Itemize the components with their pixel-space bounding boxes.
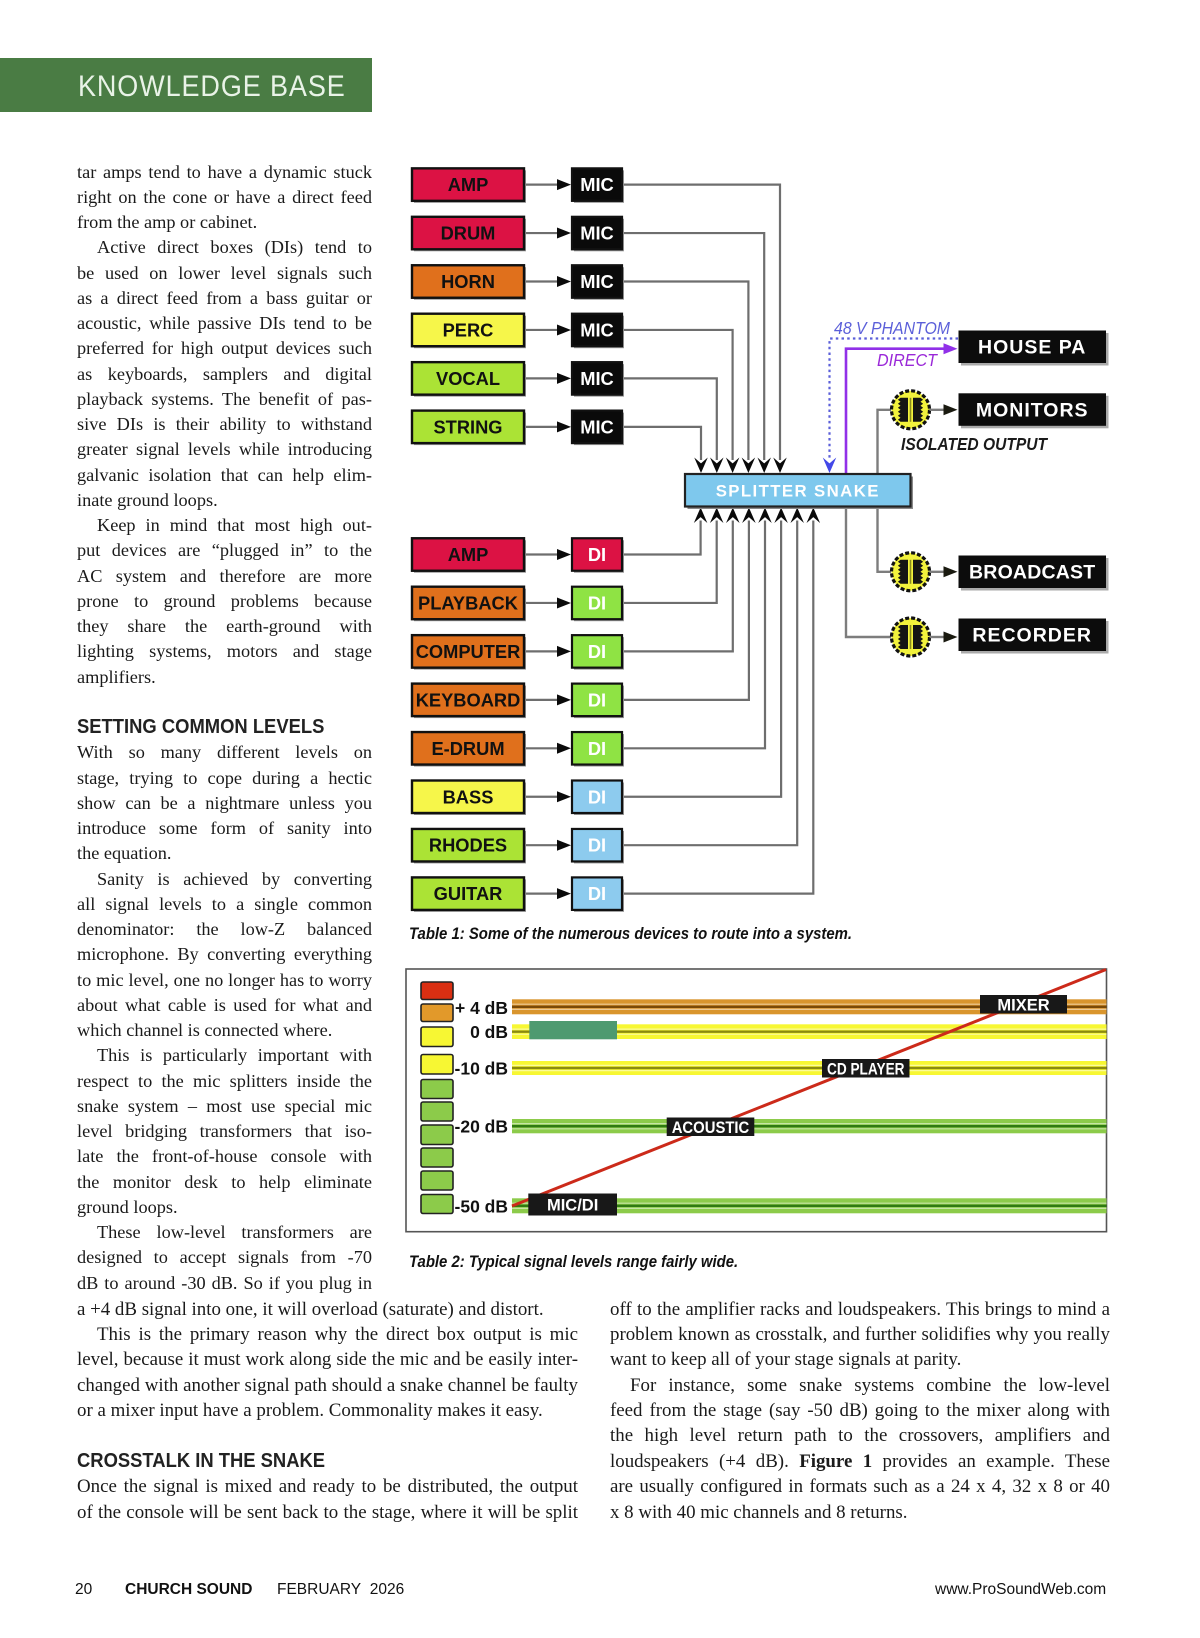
svg-text:PLAYBACK: PLAYBACK <box>418 592 519 613</box>
svg-text:MIC: MIC <box>580 319 614 340</box>
svg-text:DI: DI <box>588 738 606 759</box>
svg-text:KEYBOARD: KEYBOARD <box>416 689 521 710</box>
svg-text:GUITAR: GUITAR <box>434 883 503 904</box>
svg-text:MIC: MIC <box>580 271 614 292</box>
svg-text:PERC: PERC <box>443 319 494 340</box>
svg-text:HORN: HORN <box>441 271 495 292</box>
svg-text:DI: DI <box>588 641 606 662</box>
svg-text:MIC: MIC <box>580 174 614 195</box>
svg-text:HOUSE PA: HOUSE PA <box>978 337 1086 359</box>
svg-text:MIC: MIC <box>580 416 614 437</box>
svg-text:48 V PHANTOM: 48 V PHANTOM <box>834 318 950 338</box>
svg-text:SPLITTER SNAKE: SPLITTER SNAKE <box>716 481 880 500</box>
svg-text:DI: DI <box>588 883 606 904</box>
svg-text:VOCAL: VOCAL <box>436 368 500 389</box>
svg-text:MONITORS: MONITORS <box>976 399 1089 421</box>
svg-text:MIXER: MIXER <box>997 996 1049 1014</box>
svg-text:E-DRUM: E-DRUM <box>431 738 504 759</box>
svg-text:DI: DI <box>588 544 606 565</box>
svg-text:CD PLAYER: CD PLAYER <box>827 1060 905 1078</box>
svg-text:BASS: BASS <box>443 786 494 807</box>
svg-text:AMP: AMP <box>448 544 489 565</box>
svg-text:COMPUTER: COMPUTER <box>416 641 521 662</box>
svg-text:MIC: MIC <box>580 368 614 389</box>
svg-text:DI: DI <box>588 786 606 807</box>
svg-text:-10 dB: -10 dB <box>455 1059 508 1079</box>
svg-text:-20 dB: -20 dB <box>455 1117 508 1137</box>
svg-text:MIC: MIC <box>580 223 614 244</box>
svg-text:STRING: STRING <box>433 416 502 437</box>
svg-text:RECORDER: RECORDER <box>972 625 1092 647</box>
svg-text:AMP: AMP <box>448 174 489 195</box>
svg-text:MIC/DI: MIC/DI <box>547 1197 598 1215</box>
svg-text:+ 4 dB: + 4 dB <box>455 998 508 1018</box>
svg-text:-50 dB: -50 dB <box>455 1196 508 1216</box>
svg-text:DRUM: DRUM <box>441 223 496 244</box>
svg-text:DI: DI <box>588 592 606 613</box>
svg-text:ISOLATED OUTPUT: ISOLATED OUTPUT <box>901 434 1048 454</box>
svg-text:DIRECT: DIRECT <box>877 350 938 370</box>
svg-text:ACOUSTIC: ACOUSTIC <box>672 1119 750 1137</box>
svg-text:0 dB: 0 dB <box>470 1022 508 1042</box>
svg-text:BROADCAST: BROADCAST <box>969 562 1095 584</box>
svg-text:DI: DI <box>588 835 606 856</box>
svg-text:DI: DI <box>588 689 606 710</box>
svg-text:RHODES: RHODES <box>429 835 507 856</box>
